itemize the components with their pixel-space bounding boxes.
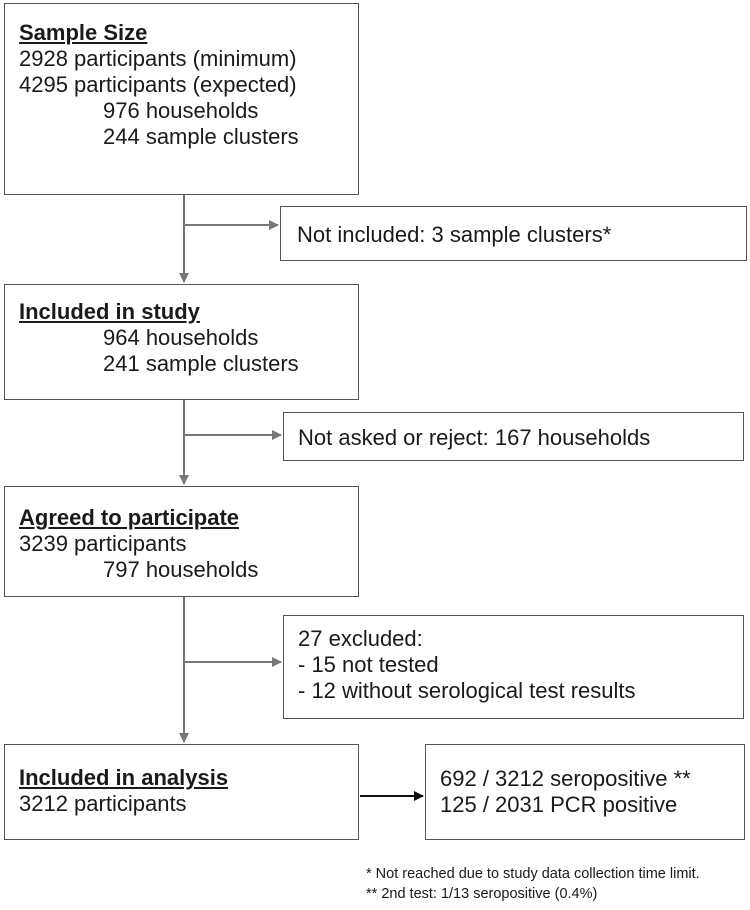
results-box: 692 / 3212 seropositive ** 125 / 2031 PC… <box>425 744 745 840</box>
sample-size-line: 976 households <box>103 98 259 123</box>
excluded-line: - 15 not tested <box>298 652 439 677</box>
excluded-line: - 12 without serological test results <box>298 678 636 703</box>
footnote: ** 2nd test: 1/13 seropositive (0.4%) <box>366 886 598 902</box>
sample-size-line: 244 sample clusters <box>103 124 299 149</box>
not-asked-box: Not asked or reject: 167 households <box>283 412 744 461</box>
sample-size-line: 4295 participants (expected) <box>19 72 297 97</box>
agreed-line: 3239 participants <box>19 531 187 556</box>
results-line: 125 / 2031 PCR positive <box>440 792 678 817</box>
footnote: * Not reached due to study data collecti… <box>366 866 700 882</box>
sample-size-line: 2928 participants (minimum) <box>19 46 297 71</box>
not-included-box: Not included: 3 sample clusters* <box>280 206 747 261</box>
included-in-study-title: Included in study <box>19 299 200 324</box>
results-line: 692 / 3212 seropositive ** <box>440 766 691 791</box>
sample-size-box: Sample Size 2928 participants (minimum) … <box>4 3 359 195</box>
included-in-study-box: Included in study 964 households 241 sam… <box>4 284 359 400</box>
included-in-study-line: 964 households <box>103 325 259 350</box>
not-asked-text: Not asked or reject: 167 households <box>298 425 651 450</box>
included-in-analysis-title: Included in analysis <box>19 765 229 790</box>
agreed-title: Agreed to participate <box>19 505 240 530</box>
agreed-line: 797 households <box>103 557 259 582</box>
excluded-line: 27 excluded: <box>298 626 423 651</box>
not-included-text: Not included: 3 sample clusters* <box>297 222 612 247</box>
excluded-box: 27 excluded: - 15 not tested - 12 withou… <box>283 615 744 719</box>
included-in-study-line: 241 sample clusters <box>103 351 299 376</box>
sample-size-title: Sample Size <box>19 20 148 45</box>
agreed-box: Agreed to participate 3239 participants … <box>4 486 359 597</box>
included-in-analysis-box: Included in analysis 3212 participants <box>4 744 359 840</box>
included-in-analysis-line: 3212 participants <box>19 791 187 816</box>
footnotes: * Not reached due to study data collecti… <box>366 864 700 904</box>
